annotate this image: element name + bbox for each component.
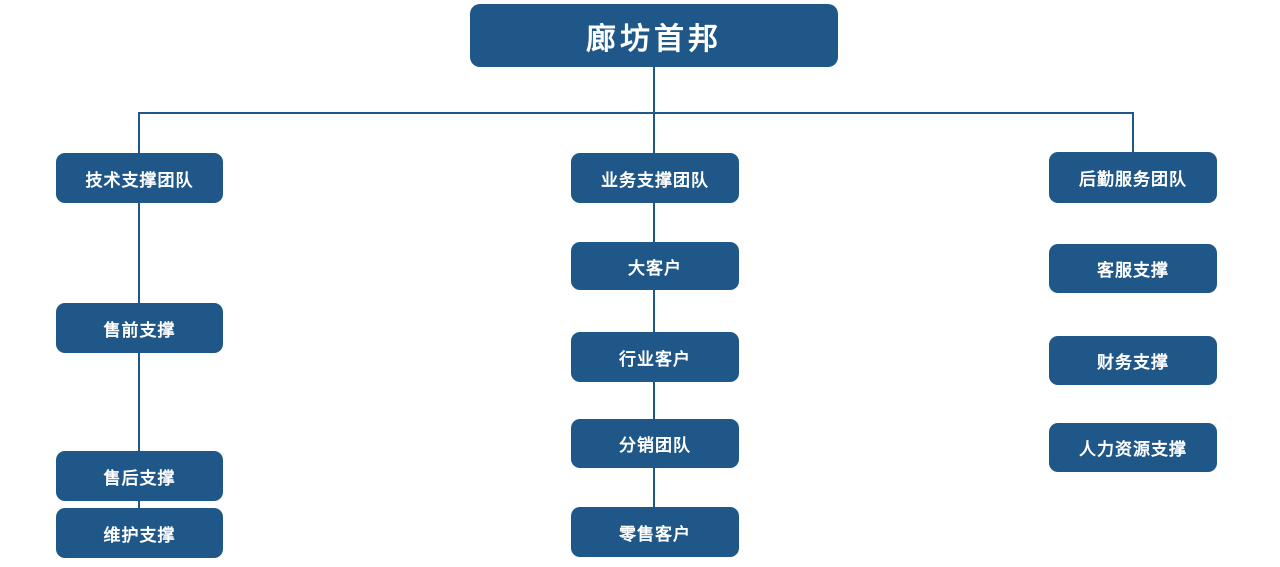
org-node-aftersales-support: 售后支撑 (56, 451, 223, 501)
connector-tech-to-presales (138, 203, 140, 303)
connector-right-branch-drop (1132, 112, 1134, 152)
org-node-industry-clients: 行业客户 (571, 332, 739, 382)
org-node-hr-support: 人力资源支撑 (1049, 423, 1217, 472)
org-node-tech-support-team: 技术支撑团队 (56, 153, 223, 203)
org-node-business-support-team: 业务支撑团队 (571, 153, 739, 203)
org-node-root: 廊坊首邦 (470, 4, 838, 67)
connector-distribution-to-retail (653, 468, 655, 507)
org-node-customer-service-support: 客服支撑 (1049, 244, 1217, 293)
org-node-maintenance-support: 维护支撑 (56, 508, 223, 558)
org-node-logistics-service-team: 后勤服务团队 (1049, 152, 1217, 203)
org-node-distribution-team: 分销团队 (571, 419, 739, 468)
org-node-finance-support: 财务支撑 (1049, 336, 1217, 385)
org-node-presales-support: 售前支撑 (56, 303, 223, 353)
connector-horizontal-rail (138, 112, 1134, 114)
connector-industry-to-distribution (653, 382, 655, 419)
org-node-retail-clients: 零售客户 (571, 507, 739, 557)
connector-root-drop (653, 67, 655, 113)
connector-left-branch-drop (138, 112, 140, 153)
connector-presales-to-aftersales (138, 353, 140, 451)
connector-aftersales-to-maintenance (138, 501, 140, 508)
connector-middle-branch-drop (653, 112, 655, 153)
org-node-major-clients: 大客户 (571, 242, 739, 290)
connector-business-to-major (653, 203, 655, 242)
connector-major-to-industry (653, 290, 655, 332)
